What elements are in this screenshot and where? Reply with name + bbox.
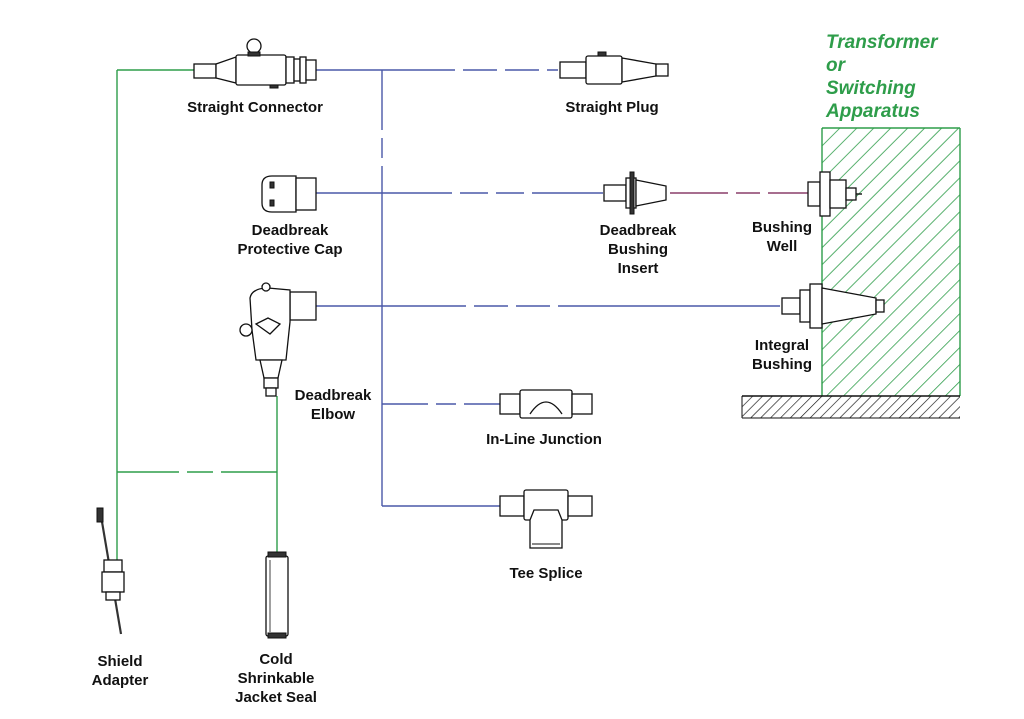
label-deadbreak-bushing-insert-line-1: Deadbreak bbox=[600, 222, 677, 239]
label-inline-junction-line-1: In-Line Junction bbox=[486, 431, 602, 448]
tee-splice bbox=[499, 489, 593, 549]
label-deadbreak-elbow-line-1: Deadbreak bbox=[295, 387, 372, 404]
deadbreak-protective-cap bbox=[261, 175, 317, 213]
bushing-well bbox=[807, 171, 862, 217]
label-jacket-seal-line-3: Jacket Seal bbox=[235, 689, 317, 706]
label-deadbreak-elbow-line-2: Elbow bbox=[311, 406, 355, 423]
label-integral-bushing-line-1: Integral bbox=[755, 337, 809, 354]
deadbreak-elbow bbox=[239, 282, 317, 397]
inline-junction bbox=[499, 389, 593, 419]
apparatus-title-line-2: or bbox=[826, 55, 847, 76]
label-tee-splice-line-1: Tee Splice bbox=[509, 565, 582, 582]
connection-lines bbox=[116, 69, 808, 560]
apparatus-title-line-3: Switching bbox=[826, 78, 916, 99]
jacket-seal bbox=[265, 551, 289, 639]
straight-connector bbox=[193, 38, 317, 89]
label-deadbreak-protective-cap-line-2: Protective Cap bbox=[237, 241, 342, 258]
label-deadbreak-protective-cap-line-1: Deadbreak bbox=[252, 222, 329, 239]
deadbreak-bushing-insert bbox=[603, 171, 667, 215]
shield-adapter bbox=[96, 507, 125, 635]
label-deadbreak-bushing-insert-line-2: Bushing bbox=[608, 241, 668, 258]
label-straight-plug-line-1: Straight Plug bbox=[565, 99, 658, 116]
apparatus-title-line-1: Transformer bbox=[826, 32, 939, 53]
label-bushing-well-line-1: Bushing bbox=[752, 219, 812, 236]
straight-plug bbox=[559, 51, 669, 85]
label-bushing-well-line-2: Well bbox=[767, 238, 798, 255]
label-straight-plug: Straight Plug bbox=[565, 99, 658, 116]
ground-base bbox=[741, 395, 960, 419]
label-straight-connector: Straight Connector bbox=[187, 99, 323, 116]
apparatus-wall bbox=[821, 127, 961, 396]
label-integral-bushing-line-2: Bushing bbox=[752, 356, 812, 373]
label-tee-splice: Tee Splice bbox=[509, 565, 582, 582]
label-shield-adapter-line-2: Adapter bbox=[92, 672, 149, 689]
label-jacket-seal-line-1: Cold bbox=[259, 651, 292, 668]
apparatus-title-line-4: Apparatus bbox=[825, 101, 920, 122]
label-deadbreak-bushing-insert-line-3: Insert bbox=[618, 260, 659, 277]
integral-bushing bbox=[781, 283, 885, 329]
label-jacket-seal-line-2: Shrinkable bbox=[238, 670, 315, 687]
label-shield-adapter-line-1: Shield bbox=[97, 653, 142, 670]
label-inline-junction: In-Line Junction bbox=[486, 431, 602, 448]
label-straight-connector-line-1: Straight Connector bbox=[187, 99, 323, 116]
